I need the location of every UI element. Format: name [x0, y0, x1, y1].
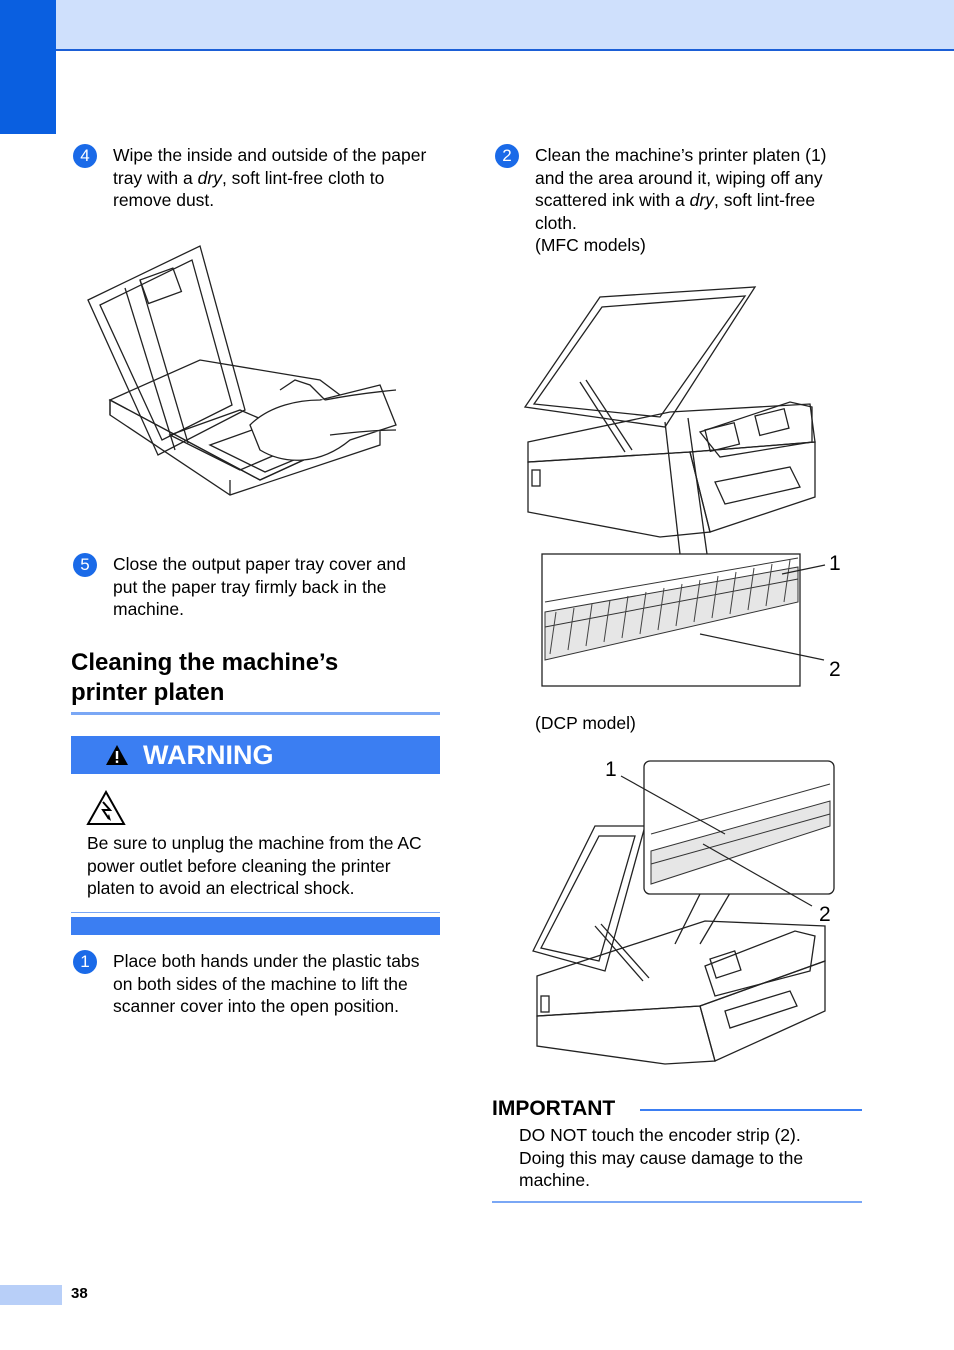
warning-text: Be sure to unplug the machine from the A… [87, 833, 422, 898]
warning-divider [71, 912, 440, 913]
step-1: 1 Place both hands under the plastic tab… [71, 950, 451, 1020]
page-number: 38 [71, 1285, 88, 1302]
step-number-badge: 5 [73, 553, 97, 577]
step-number-badge: 1 [73, 950, 97, 974]
step-4: 4 Wipe the inside and outside of the pap… [71, 144, 451, 214]
chapter-tab [0, 0, 56, 134]
paper-tray-illustration [87, 245, 397, 496]
step-4-text: Wipe the inside and outside of the paper… [113, 145, 427, 210]
step-1-text: Place both hands under the plastic tabs … [113, 951, 420, 1016]
step-5-text: Close the output paper tray cover and pu… [113, 554, 406, 619]
warning-label: WARNING [143, 740, 274, 770]
dcp-printer-illustration [532, 760, 835, 1065]
warning-header: WARNING [71, 736, 440, 774]
callout-2: 2 [819, 903, 831, 926]
step-number-badge: 4 [73, 144, 97, 168]
step-2: 2 Clean the machine’s printer platen (1)… [493, 144, 893, 264]
page-tab [0, 1285, 62, 1305]
header-band [0, 0, 954, 51]
important-rule [640, 1109, 862, 1111]
warning-triangle-icon [106, 745, 128, 765]
important-text: DO NOT touch the encoder strip (2). Doin… [519, 1125, 804, 1190]
callout-1: 1 [829, 552, 841, 575]
important-title: IMPORTANT [492, 1097, 616, 1120]
dcp-caption: (DCP model) [535, 713, 636, 733]
step-2-text: Clean the machine’s printer platen (1) a… [535, 145, 827, 255]
section-heading: Cleaning the machine’s printer platen [71, 649, 339, 706]
callout-2: 2 [829, 658, 841, 681]
electric-shock-icon [86, 790, 126, 825]
heading-rule [71, 712, 440, 715]
warning-footer-bar [71, 917, 440, 935]
step-number-badge: 2 [495, 144, 519, 168]
important-rule-bottom [492, 1201, 862, 1203]
step-5: 5 Close the output paper tray cover and … [71, 553, 451, 623]
callout-1: 1 [605, 758, 617, 781]
mfc-printer-illustration [523, 286, 826, 687]
